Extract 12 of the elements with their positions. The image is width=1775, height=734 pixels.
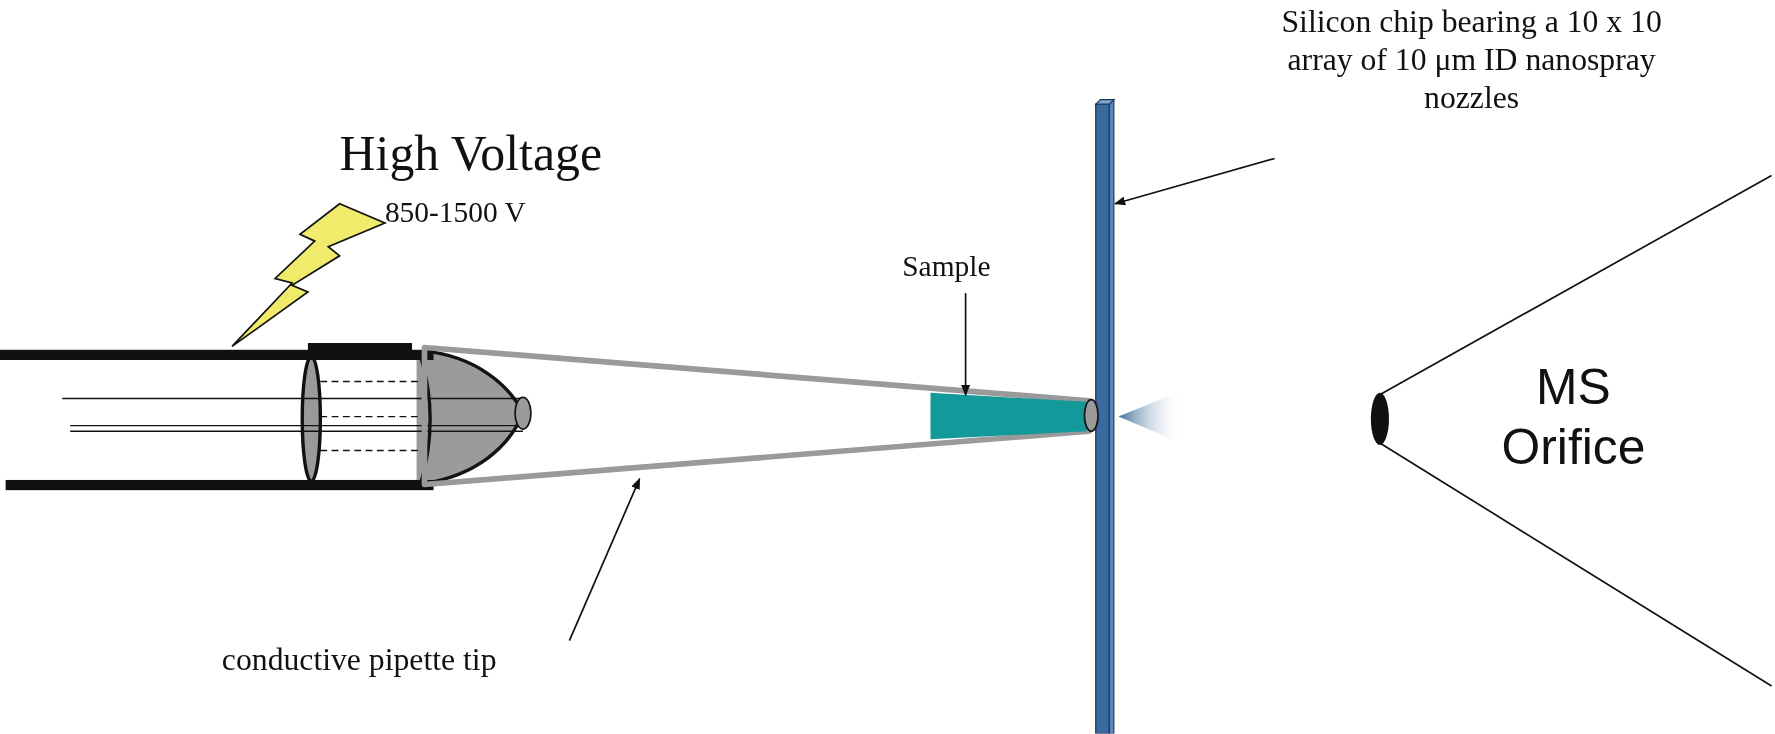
- leader-line: [568, 477, 641, 642]
- sample-liquid: [930, 392, 1087, 440]
- pipette-tip: [421, 344, 1092, 488]
- silicon-chip: [1094, 98, 1116, 734]
- voltage-heading: High Voltage: [339, 124, 604, 184]
- voltage-value: 850-1500 V: [384, 194, 527, 230]
- callout-text: Sample: [902, 249, 1044, 285]
- leader-line: [1113, 157, 1276, 206]
- ms-orifice-label: MS Orifice: [1500, 357, 1647, 477]
- leader-line: [961, 292, 971, 397]
- callout-text: Silicon chip bearing a 10 x 10 array of 10 μm ID nanospray nozzles: [1279, 2, 1665, 117]
- callout-text: conductive pipette tip: [221, 640, 641, 679]
